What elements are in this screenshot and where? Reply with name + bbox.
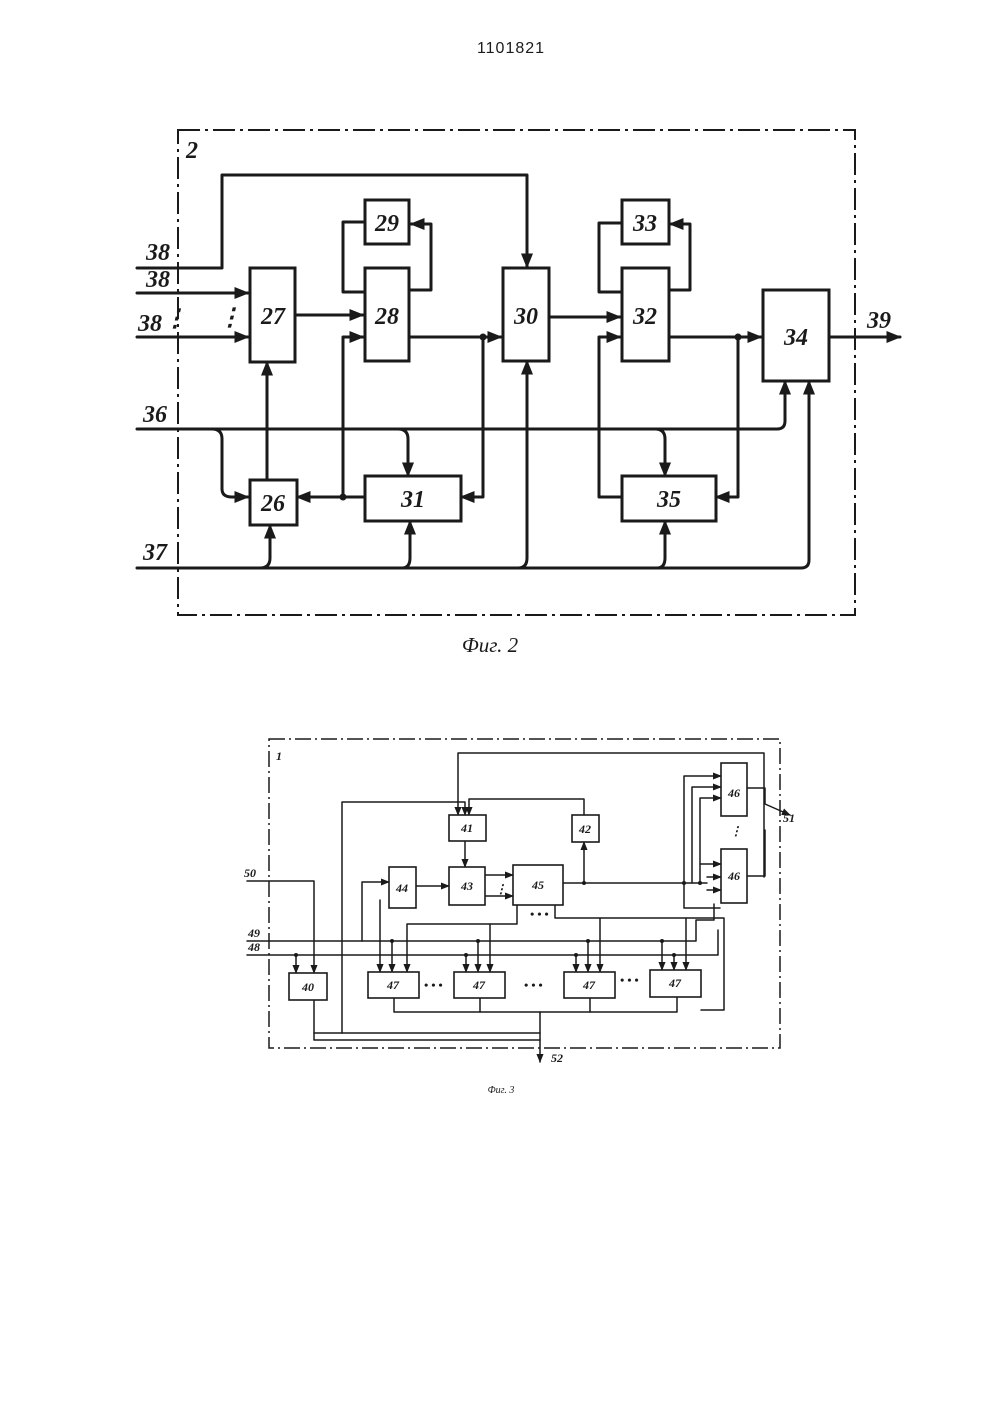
signal-label-38: 38 — [145, 267, 170, 293]
fig3-block-43: 43 — [449, 867, 485, 905]
vertical-ellipsis: ⋮ — [495, 882, 507, 896]
block-label: 26 — [260, 491, 285, 517]
fig3-block-44: 44 — [389, 867, 416, 908]
block-label: 47 — [472, 978, 486, 992]
fig2-frame-label: 2 — [185, 138, 198, 164]
block-label: 34 — [783, 325, 808, 351]
fig3-wires — [247, 753, 790, 1062]
horizontal-ellipsis: • • • — [530, 907, 549, 921]
block-label: 27 — [260, 304, 286, 330]
junction-dot — [476, 939, 480, 943]
document-number: 1101821 — [477, 40, 545, 57]
fig3-block-46-last: 46 — [721, 849, 747, 903]
fig3-block-47-1: 47 — [368, 972, 419, 998]
junction-dot — [672, 953, 676, 957]
block-label: 33 — [632, 211, 657, 237]
fig2-block-33: 33 — [622, 200, 669, 244]
block-label: 40 — [301, 980, 314, 994]
fig3-block-40: 40 — [289, 973, 327, 1000]
junction-dot — [660, 939, 664, 943]
block-label: 29 — [374, 211, 399, 237]
junction-dot — [340, 494, 347, 501]
fig3-block-41: 41 — [449, 815, 486, 841]
signal-label-52: 52 — [551, 1051, 563, 1065]
fig2-block-28: 28 — [365, 268, 409, 361]
block-label: 47 — [668, 976, 682, 990]
block-label: 30 — [513, 304, 538, 330]
block-label: 32 — [632, 304, 657, 330]
junction-dot — [682, 881, 686, 885]
fig3-block-47-3: 47 — [564, 972, 615, 998]
fig2-block-29: 29 — [365, 200, 409, 244]
fig3-caption: Фиг. 3 — [488, 1085, 515, 1096]
block-label: 42 — [578, 822, 591, 836]
fig3-block-47-2: 47 — [454, 972, 505, 998]
fig2-frame — [178, 130, 855, 615]
block-label: 46 — [727, 869, 740, 883]
junction-dot — [294, 953, 298, 957]
signal-label-38: 38 — [145, 240, 170, 266]
fig2-block-31: 31 — [365, 476, 461, 521]
fig3-frame-label: 1 — [276, 749, 282, 763]
block-label: 46 — [727, 786, 740, 800]
horizontal-ellipsis: • • • — [424, 978, 443, 992]
junction-dot — [735, 334, 742, 341]
junction-dot — [464, 953, 468, 957]
block-label: 47 — [386, 978, 400, 992]
vertical-ellipsis: ⋮ — [218, 305, 242, 331]
signal-label-49: 49 — [247, 926, 260, 940]
junction-dot — [586, 939, 590, 943]
fig3-block-47-4: 47 — [650, 970, 701, 997]
fig2-block-27: 27 — [250, 268, 295, 362]
block-label: 35 — [656, 487, 681, 513]
fig2-block-32: 32 — [622, 268, 669, 361]
figure-3: 1 — [244, 739, 795, 1096]
block-label: 44 — [395, 881, 408, 895]
fig2-block-35: 35 — [622, 476, 716, 521]
vertical-ellipsis: ⋮ — [163, 306, 187, 332]
fig3-block-42: 42 — [572, 815, 599, 842]
block-label: 43 — [460, 879, 473, 893]
horizontal-ellipsis: • • • — [620, 973, 639, 987]
signal-label-50: 50 — [244, 866, 256, 880]
fig2-block-26: 26 — [250, 480, 297, 525]
vertical-ellipsis: ⋮ — [730, 824, 742, 838]
fig3-block-45: 45 — [513, 865, 563, 905]
junction-dot — [574, 953, 578, 957]
block-label: 31 — [400, 487, 425, 513]
block-label: 47 — [582, 978, 596, 992]
horizontal-ellipsis: • • • — [524, 978, 543, 992]
signal-label-38: 38 — [137, 311, 162, 337]
fig2-block-34: 34 — [763, 290, 829, 381]
fig2-caption: Фиг. 2 — [462, 633, 519, 657]
signal-label-51: 51 — [783, 811, 795, 825]
signal-label-39: 39 — [866, 308, 891, 334]
fig2-block-30: 30 — [503, 268, 549, 361]
signal-label-36: 36 — [142, 402, 167, 428]
junction-dot — [480, 334, 487, 341]
block-label: 41 — [460, 821, 473, 835]
fig3-block-46-first: 46 — [721, 763, 747, 816]
signal-label-37: 37 — [142, 540, 168, 566]
signal-label-48: 48 — [247, 940, 260, 954]
junction-dot — [390, 939, 394, 943]
junction-dot — [698, 881, 702, 885]
block-label: 45 — [531, 878, 544, 892]
figure-2: 2 — [137, 130, 900, 657]
block-label: 28 — [374, 304, 399, 330]
